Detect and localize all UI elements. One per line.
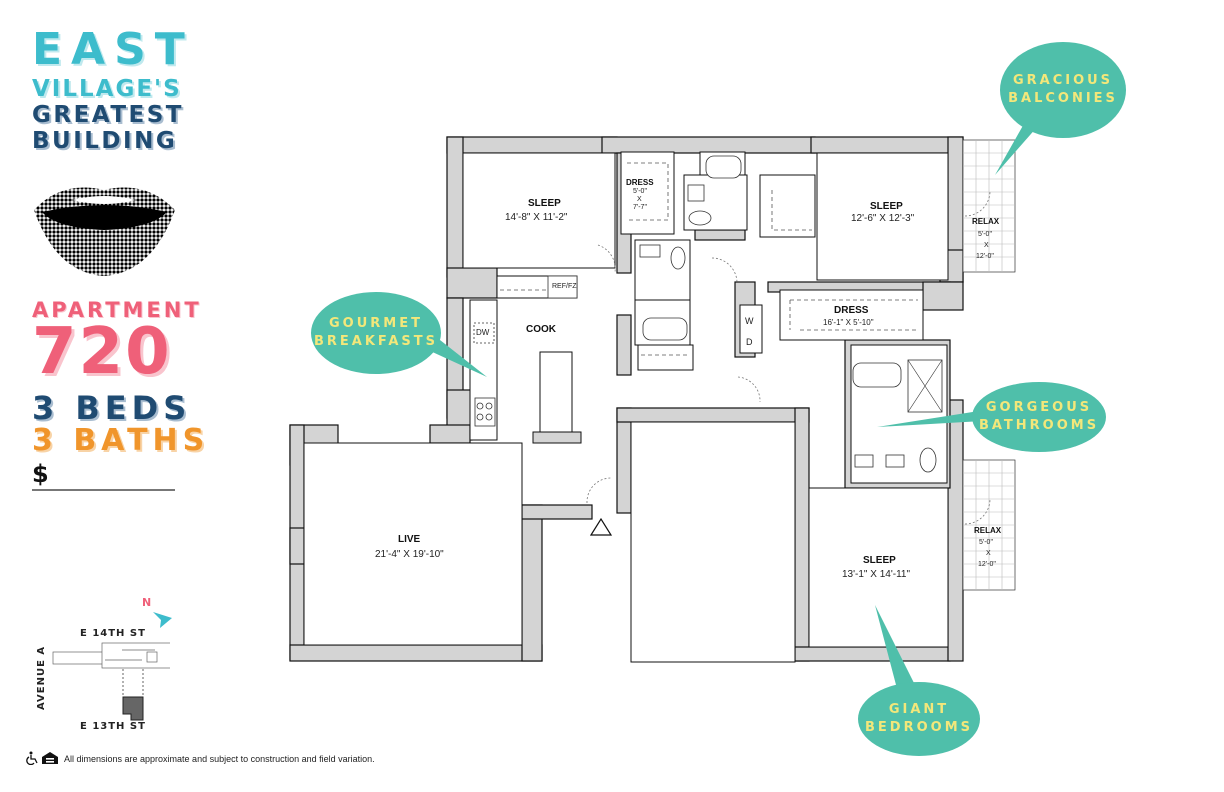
accessibility-icon [26, 751, 58, 765]
unit-label: APARTMENT [32, 298, 202, 322]
brand-east: EAST [32, 24, 194, 75]
brand-greatest: GREATEST [32, 102, 184, 128]
room-dress2-name: DRESS [834, 305, 869, 316]
street-avenue-a: AVENUE A [36, 645, 47, 710]
price-underline [32, 489, 175, 491]
room-relax2-dim1: 5'-0" [979, 539, 993, 546]
room-sleep1-dim: 14'-8" X 11'-2" [505, 212, 568, 223]
room-relax2-x: X [986, 550, 991, 557]
room-sleep2-dim: 12'-6" X 12'-3" [851, 213, 915, 224]
room-live-dim: 21'-4" X 19'-10" [375, 549, 444, 560]
disclaimer-text: All dimensions are approximate and subje… [64, 754, 375, 764]
room-relax1-x: X [984, 242, 989, 249]
price-symbol: $ [32, 460, 52, 488]
brand-village: VILLAGE'S [32, 76, 182, 102]
room-relax2-dim2: 12'-0" [978, 561, 996, 568]
unit-number: 720 [32, 315, 172, 389]
room-dress1-name: DRESS [626, 178, 654, 187]
room-sleep3-name: SLEEP [863, 555, 896, 566]
room-relax1-dim2: 12'-0" [976, 253, 994, 260]
north-label: N [142, 596, 153, 609]
room-dress1-x: X [637, 196, 642, 203]
washer-label: W [745, 316, 754, 326]
street-e14th: E 14TH ST [80, 628, 146, 639]
brand-building: BUILDING [32, 128, 178, 154]
room-sleep1-name: SLEEP [528, 198, 561, 209]
key-plan-map [52, 642, 170, 721]
ref-fz-label: REF/FZ [552, 283, 577, 290]
room-relax1-name: RELAX [972, 217, 1000, 226]
room-relax1-dim1: 5'-0" [978, 231, 992, 238]
unit-beds: 3 BEDS [32, 389, 192, 427]
room-sleep3-dim: 13'-1" X 14'-11" [842, 569, 910, 580]
room-dress1-dim2: 7'-7" [633, 204, 647, 211]
room-sleep2-name: SLEEP [870, 201, 903, 212]
room-dress1-dim1: 5'-0" [633, 188, 647, 195]
dishwasher-label: DW [476, 328, 490, 337]
unit-baths: 3 BATHS [32, 423, 210, 458]
room-dress2-dim: 16'-1" X 5'-10" [823, 318, 874, 327]
room-live-name: LIVE [398, 534, 421, 545]
street-e13th: E 13TH ST [80, 721, 146, 732]
room-cook-name: COOK [526, 324, 556, 335]
dryer-label: D [746, 337, 753, 347]
lips-graphic-icon [34, 187, 175, 276]
north-arrow-icon [153, 612, 172, 628]
room-relax2-name: RELAX [974, 526, 1002, 535]
